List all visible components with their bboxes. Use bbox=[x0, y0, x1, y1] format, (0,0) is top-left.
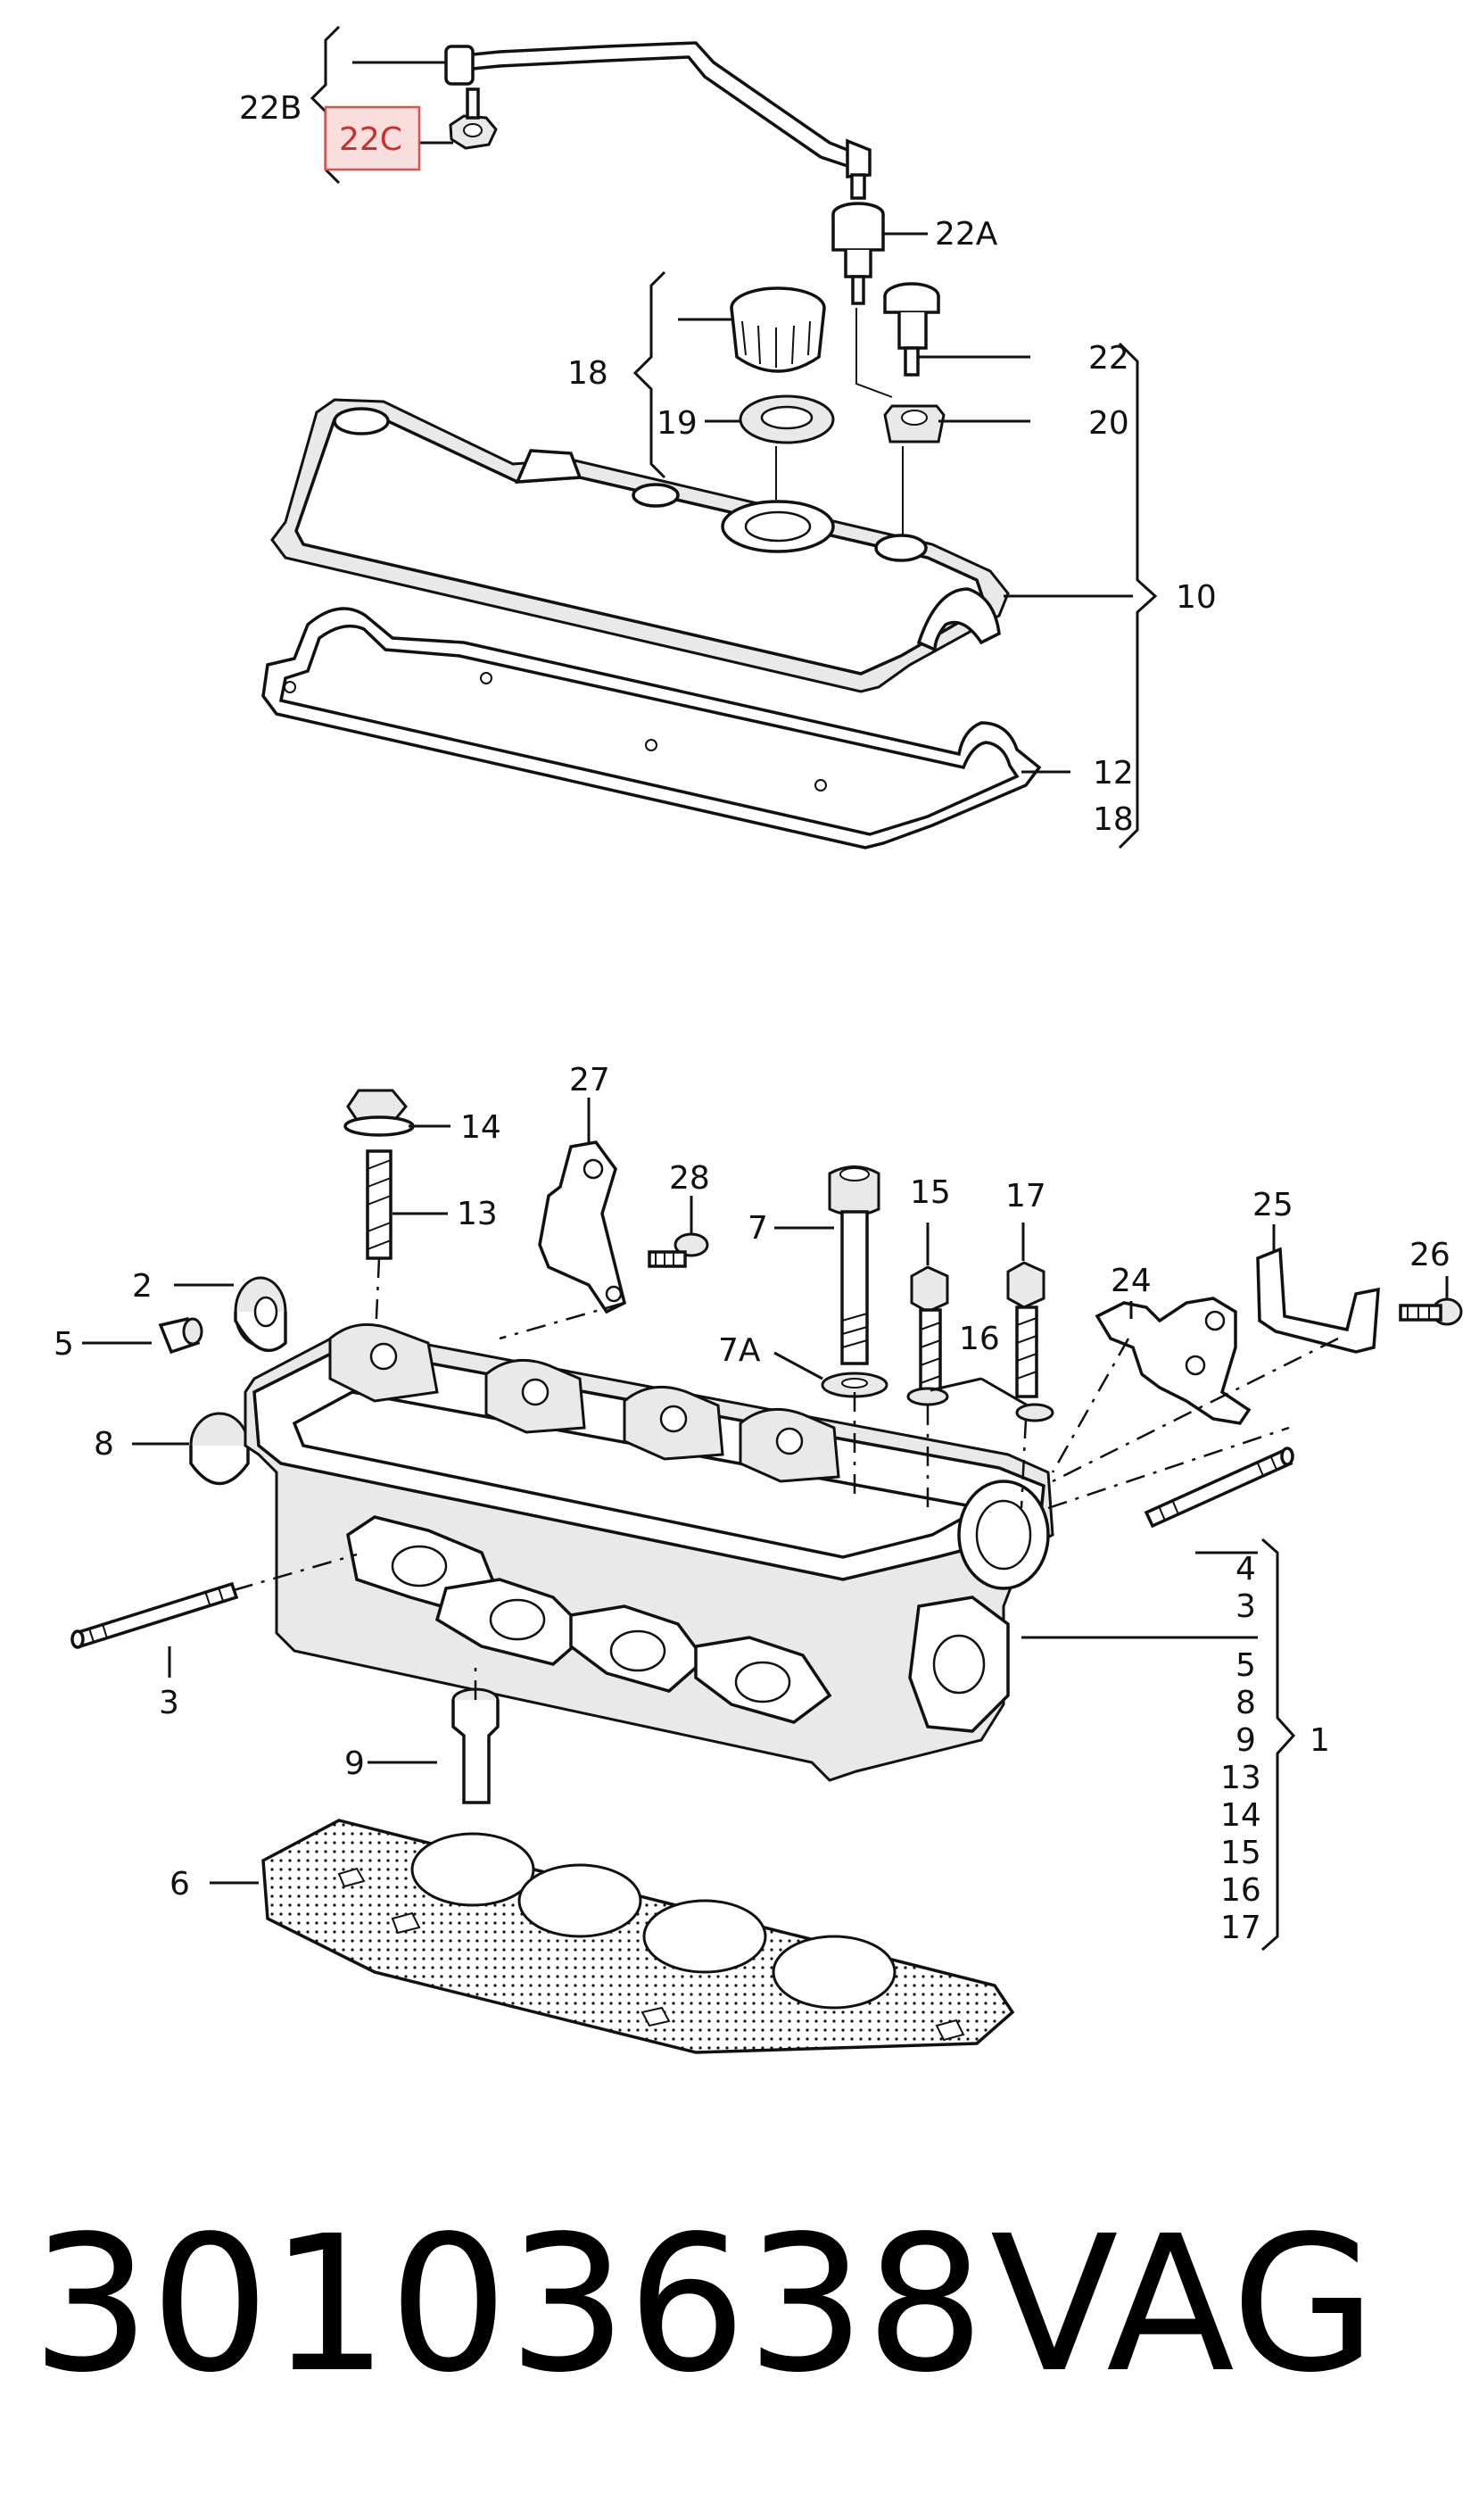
highlight-box-22c bbox=[324, 105, 421, 171]
bottom-leader-lines bbox=[82, 1098, 1449, 1952]
part-22c-nut bbox=[449, 87, 498, 150]
label-13: 13 bbox=[457, 1196, 498, 1232]
label-3-left: 3 bbox=[159, 1685, 179, 1721]
label-25: 25 bbox=[1252, 1187, 1293, 1223]
label-22c: 22C bbox=[339, 121, 402, 158]
part-14-13-nut-stud bbox=[343, 1089, 415, 1357]
part-20-grommet bbox=[855, 308, 946, 443]
label-6: 6 bbox=[169, 1866, 190, 1902]
breather-hose-assembly bbox=[444, 41, 872, 200]
part-28-bolt bbox=[648, 1232, 709, 1268]
label-20: 20 bbox=[1088, 405, 1129, 442]
part-19-seal bbox=[739, 394, 835, 444]
label-17-right: 17 bbox=[1220, 1910, 1261, 1946]
part-26-bolt bbox=[1399, 1297, 1463, 1326]
label-16: 16 bbox=[959, 1321, 1000, 1357]
part-22-valve bbox=[883, 282, 940, 377]
brand-name: VAG bbox=[990, 2195, 1376, 2414]
part-24-bracket bbox=[1095, 1297, 1252, 1425]
label-1: 1 bbox=[1310, 1722, 1330, 1759]
label-18-bottom: 18 bbox=[1093, 801, 1134, 838]
label-9-right: 9 bbox=[1235, 1722, 1256, 1759]
part-17-bolt bbox=[1006, 1261, 1045, 1398]
part-18-oil-filler-cap bbox=[730, 286, 826, 373]
part-number: 30103638 bbox=[31, 2195, 985, 2414]
part-16-washer-a bbox=[906, 1387, 949, 1406]
label-5-right: 5 bbox=[1235, 1647, 1256, 1684]
part-22a bbox=[831, 202, 885, 305]
label-15-right: 15 bbox=[1220, 1835, 1261, 1871]
label-3-right: 3 bbox=[1235, 1588, 1256, 1625]
label-27: 27 bbox=[569, 1062, 610, 1098]
part-10-valve-cover bbox=[270, 398, 1010, 693]
part-5-sleeve bbox=[158, 1316, 203, 1355]
part-2-cap bbox=[234, 1276, 287, 1352]
part-9-valve-guide bbox=[451, 1660, 500, 1804]
part-3-stud-left bbox=[70, 1553, 358, 1649]
label-15: 15 bbox=[910, 1174, 951, 1211]
part-1-cylinder-head bbox=[244, 1322, 1054, 1782]
label-22: 22 bbox=[1088, 340, 1129, 377]
label-17-top: 17 bbox=[1005, 1178, 1046, 1214]
label-26: 26 bbox=[1409, 1237, 1450, 1273]
label-9-left: 9 bbox=[344, 1745, 365, 1782]
part-27-bracket bbox=[538, 1140, 627, 1314]
label-14-right: 14 bbox=[1220, 1797, 1261, 1834]
label-4: 4 bbox=[1235, 1551, 1256, 1587]
label-5-left: 5 bbox=[54, 1326, 74, 1363]
label-7: 7 bbox=[748, 1210, 768, 1247]
label-2: 2 bbox=[132, 1268, 153, 1305]
label-24: 24 bbox=[1111, 1263, 1152, 1299]
label-16-right: 16 bbox=[1220, 1872, 1261, 1909]
label-10: 10 bbox=[1176, 579, 1217, 616]
label-22a: 22A bbox=[935, 216, 998, 253]
label-19: 19 bbox=[657, 405, 698, 442]
part-6-head-gasket bbox=[261, 1819, 1015, 2054]
label-8-left: 8 bbox=[94, 1426, 114, 1463]
part-7-bolt bbox=[828, 1165, 880, 1365]
label-7a: 7A bbox=[718, 1332, 761, 1369]
part-8-plug bbox=[189, 1412, 250, 1486]
part-25-clip bbox=[1256, 1247, 1380, 1354]
label-13-right: 13 bbox=[1220, 1760, 1261, 1796]
label-12: 12 bbox=[1093, 755, 1134, 792]
label-28: 28 bbox=[669, 1160, 710, 1197]
label-18-top: 18 bbox=[567, 355, 608, 392]
label-8-right: 8 bbox=[1235, 1685, 1256, 1721]
part-12-gasket bbox=[261, 607, 1042, 850]
part-4-stud-right bbox=[1144, 1447, 1294, 1529]
part-16-washer-b bbox=[1015, 1403, 1054, 1422]
part-15-bolt bbox=[910, 1265, 949, 1401]
label-14: 14 bbox=[460, 1109, 501, 1146]
label-22b: 22B bbox=[239, 90, 302, 127]
